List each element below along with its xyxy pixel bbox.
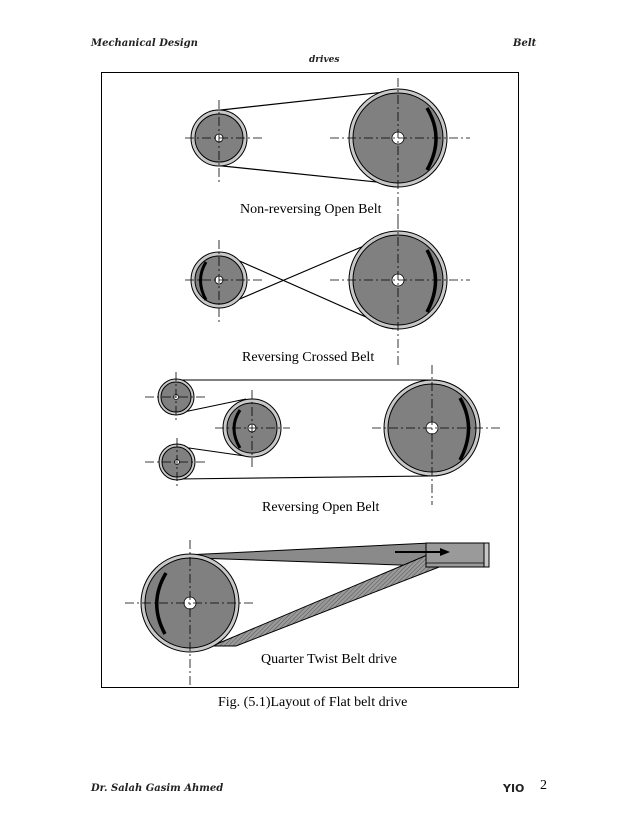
center-lines (125, 540, 255, 685)
belt-strands (176, 379, 432, 480)
header-left-text: Mechanical Design (91, 38, 198, 49)
belt-upper-strand (211, 90, 395, 112)
center-lines (185, 78, 470, 220)
caption-quarter-twist-belt: Quarter Twist Belt drive (261, 652, 398, 667)
caption-open-belt: Non-reversing Open Belt (240, 202, 382, 217)
belt-twisted-strand (211, 552, 449, 647)
rotation-arrow-icon (199, 261, 208, 301)
arrow-head-icon (440, 548, 450, 556)
diagram-open-belt (185, 78, 470, 220)
rotation-arrow-icon (155, 572, 168, 635)
header-right-text: Belt (513, 38, 537, 49)
footer-code: YIO (503, 782, 525, 795)
diagram-reversing-open-belt (145, 365, 500, 505)
footer-author: Dr. Salah Gasim Ahmed (91, 783, 224, 794)
page-number: 2 (540, 778, 547, 793)
center-lines (145, 365, 500, 505)
belt-upper-strand (184, 542, 431, 567)
figure-frame (101, 72, 519, 688)
header-center-text: drives (309, 55, 340, 65)
diagram-quarter-twist-belt (125, 540, 490, 685)
rotation-arrow-icon (425, 107, 438, 171)
figure-caption: Fig. (5.1)Layout of Flat belt drive (218, 695, 408, 710)
belt-lower-strand (212, 164, 397, 185)
edge-on-pulley (395, 542, 490, 568)
caption-reversing-open-belt: Reversing Open Belt (262, 500, 380, 515)
diagram-crossed-belt (185, 220, 470, 365)
rotation-arrow-icon (458, 397, 471, 461)
rotation-arrow-icon (425, 249, 438, 313)
rotation-arrow-icon (232, 409, 242, 449)
center-lines (185, 220, 470, 365)
caption-crossed-belt: Reversing Crossed Belt (242, 350, 375, 365)
